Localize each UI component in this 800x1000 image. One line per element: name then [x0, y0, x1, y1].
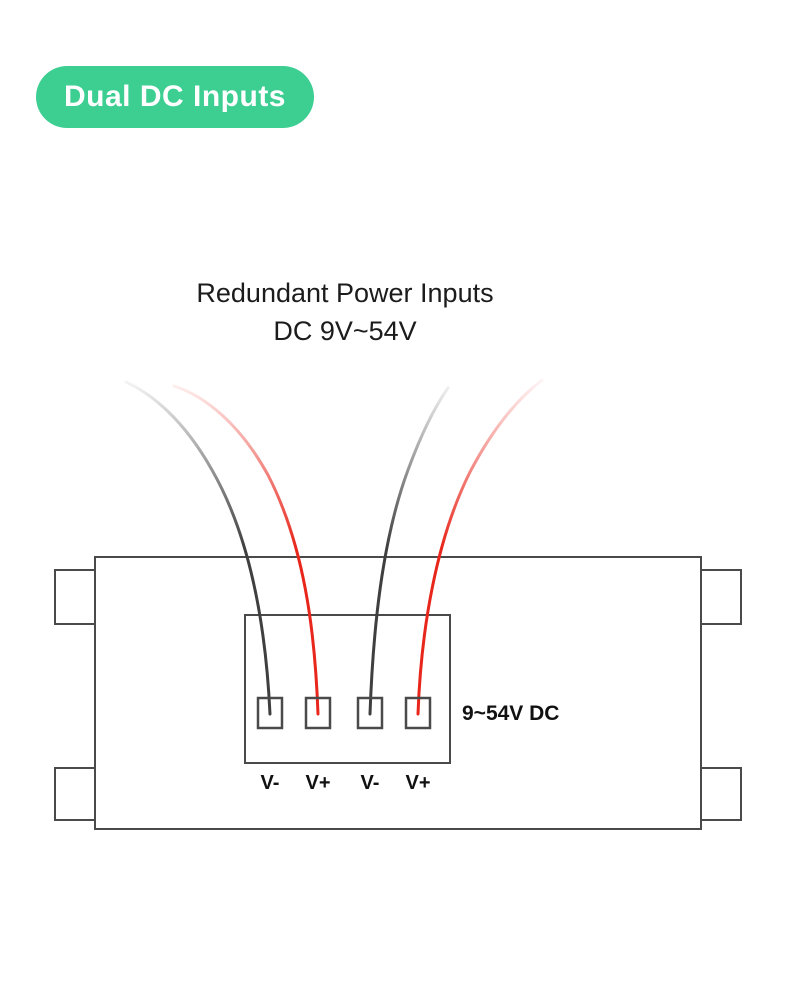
terminal-4 [404, 696, 432, 730]
title-line-2: DC 9V~54V [273, 316, 417, 346]
terminal-label-2: V+ [305, 772, 331, 794]
mounting-tab-bottom-right [700, 767, 742, 821]
terminal-block [244, 614, 451, 764]
diagram-title: Redundant Power Inputs DC 9V~54V [95, 274, 595, 350]
wire-positive-right [416, 378, 544, 716]
terminal-label-3: V- [360, 772, 380, 794]
title-line-1: Redundant Power Inputs [196, 278, 494, 308]
terminal-3 [356, 696, 384, 730]
terminal-label-4: V+ [405, 772, 431, 794]
mounting-tab-bottom-left [54, 767, 96, 821]
feature-badge: Dual DC Inputs [36, 66, 314, 128]
wire-negative-right [368, 386, 450, 716]
terminal-1 [256, 696, 284, 730]
mounting-tab-top-right [700, 569, 742, 625]
wire-negative-left [124, 380, 272, 716]
terminal-2 [304, 696, 332, 730]
mounting-tab-top-left [54, 569, 96, 625]
terminal-label-1: V- [260, 772, 280, 794]
voltage-range-label: 9~54V DC [462, 702, 560, 725]
wire-positive-left [172, 384, 320, 716]
